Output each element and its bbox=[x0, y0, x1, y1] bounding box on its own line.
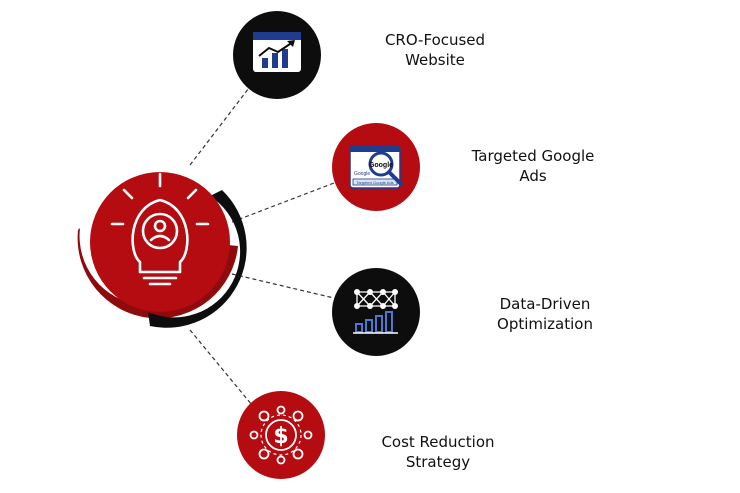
label-cro-focused-website: CRO-Focused Website bbox=[360, 30, 510, 70]
label-cro-line2: Website bbox=[405, 51, 465, 69]
website-growth-chart-icon bbox=[253, 32, 301, 72]
connector-cro bbox=[189, 83, 253, 166]
dollar-coins-icon bbox=[249, 405, 313, 465]
node-data-circle bbox=[332, 268, 420, 356]
node-cost-circle bbox=[237, 391, 325, 479]
google-word-text: Google bbox=[369, 162, 393, 169]
label-data-line1: Data-Driven bbox=[499, 295, 591, 313]
node-data bbox=[332, 268, 420, 356]
label-cost-reduction-strategy: Cost Reduction Strategy bbox=[358, 432, 518, 472]
connector-data bbox=[231, 273, 335, 299]
label-ads-line1: Targeted Google bbox=[471, 147, 595, 165]
label-ads-line2: Ads bbox=[519, 167, 547, 185]
label-cro-line1: CRO-Focused bbox=[384, 31, 486, 49]
node-cro bbox=[233, 11, 321, 99]
label-data-driven-optimization: Data-Driven Optimization bbox=[470, 294, 620, 334]
lightbulb-gear-person-icon bbox=[110, 172, 210, 286]
network-bar-chart-icon bbox=[353, 289, 398, 334]
dollar-sign: $ bbox=[273, 424, 288, 449]
label-cost-line2: Strategy bbox=[405, 453, 471, 471]
connector-ads bbox=[231, 182, 335, 223]
hub-circle bbox=[77, 172, 247, 328]
google-search-magnifier-icon: Targeted Google Ads Google Google bbox=[349, 145, 403, 189]
connector-lines bbox=[189, 83, 335, 406]
search-bar-text: Targeted Google Ads bbox=[356, 180, 393, 185]
label-cost-line1: Cost Reduction bbox=[381, 433, 495, 451]
label-data-line2: Optimization bbox=[497, 315, 593, 333]
node-ads: Targeted Google Ads Google Google bbox=[332, 123, 420, 211]
node-cost: $ bbox=[237, 391, 325, 479]
hub-core bbox=[90, 172, 230, 312]
label-targeted-google-ads: Targeted Google Ads bbox=[458, 146, 608, 186]
connector-cost bbox=[189, 329, 253, 406]
google-small-text: Google bbox=[354, 171, 370, 177]
